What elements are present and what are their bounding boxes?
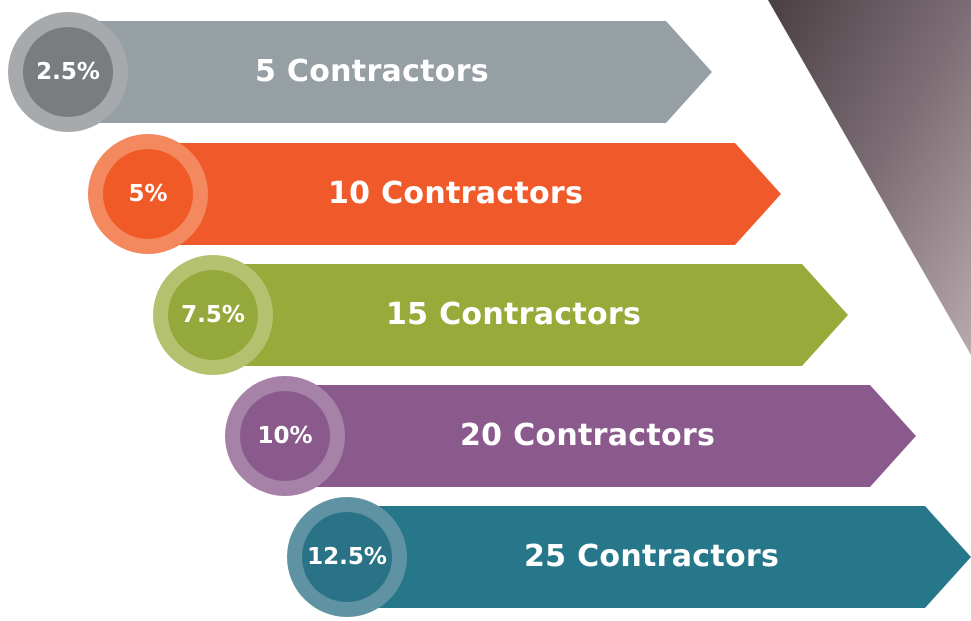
tier-arrow [135, 143, 781, 245]
tier-badge-inner: 12.5% [302, 512, 392, 602]
tier-row: 10 Contractors 5% [0, 134, 781, 254]
tier-arrow [200, 264, 848, 366]
tier-arrow [48, 21, 712, 123]
tier-percent: 2.5% [36, 59, 100, 85]
tier-label: 25 Contractors [524, 539, 780, 574]
tier-badge: 7.5% [153, 255, 273, 375]
tier-percent: 12.5% [307, 544, 387, 570]
tier-label: 10 Contractors [328, 176, 584, 211]
tier-badge-inner: 10% [240, 391, 330, 481]
tier-badge: 2.5% [8, 12, 128, 132]
tier-badge: 12.5% [287, 497, 407, 617]
tier-label: 15 Contractors [386, 297, 642, 332]
tier-badge-inner: 2.5% [23, 27, 113, 117]
tier-percent: 10% [257, 423, 313, 449]
tier-percent: 7.5% [181, 302, 245, 328]
tier-label: 5 Contractors [255, 54, 489, 89]
tier-label: 20 Contractors [460, 418, 716, 453]
tier-badge: 10% [225, 376, 345, 496]
tier-percent: 5% [128, 181, 168, 207]
tier-badge: 5% [88, 134, 208, 254]
tier-row: 15 Contractors 7.5% [0, 255, 848, 375]
tier-arrow [272, 385, 916, 487]
tier-row: 25 Contractors 12.5% [0, 497, 971, 617]
tier-row: 5 Contractors 2.5% [0, 12, 712, 132]
tier-badge-inner: 5% [103, 149, 193, 239]
tier-badge-inner: 7.5% [168, 270, 258, 360]
tier-arrow [335, 506, 971, 608]
tier-row: 20 Contractors 10% [0, 376, 916, 496]
